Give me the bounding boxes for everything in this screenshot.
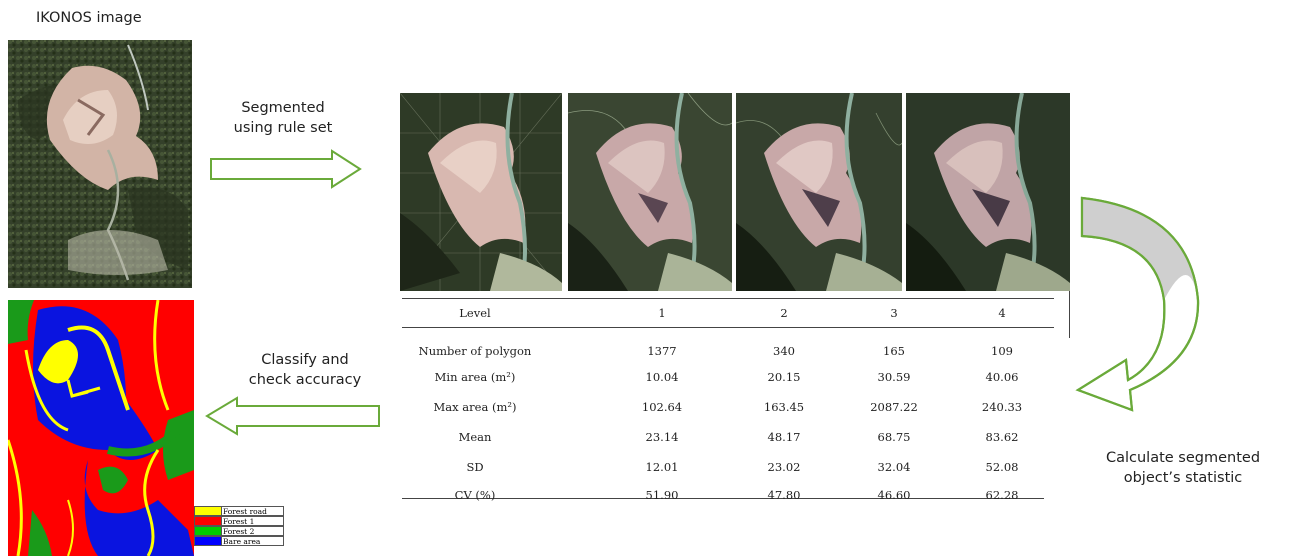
- cell-value: 1377: [647, 344, 677, 358]
- cell-value: 83.62: [985, 430, 1019, 444]
- statistics-table: Level 1 2 3 4 Number of polygon 1377 340…: [400, 306, 1100, 506]
- row-label: CV (%): [454, 488, 496, 502]
- cell-value: 163.45: [763, 400, 805, 414]
- classify-label-line1: Classify and: [261, 352, 349, 368]
- legend-swatch: [195, 537, 222, 545]
- row-label: Min area (m²): [434, 370, 516, 384]
- calculate-label: Calculate segmented object’s statistic: [1068, 448, 1298, 488]
- classify-label: Classify and check accuracy: [230, 350, 380, 390]
- classified-map: [8, 300, 194, 556]
- calculate-label-line1: Calculate segmented: [1105, 450, 1261, 466]
- cell-value: 62.28: [985, 488, 1019, 502]
- row-label: SD: [466, 460, 484, 474]
- map-legend: Forest road Forest 1 Forest 2 Bare area: [194, 506, 284, 548]
- cell-value: 240.33: [981, 400, 1023, 414]
- cell-value: 46.60: [877, 488, 911, 502]
- legend-item-forest-2: Forest 2: [194, 526, 284, 536]
- table-row: Number of polygon 1377 340 165 109: [400, 344, 1100, 360]
- table-right-edge: [1069, 291, 1070, 338]
- header-level-3: 3: [890, 306, 898, 320]
- cell-value: 47.80: [767, 488, 801, 502]
- cell-value: 102.64: [641, 400, 683, 414]
- cell-value: 10.04: [645, 370, 679, 384]
- cell-value: 68.75: [877, 430, 911, 444]
- table-row: Mean 23.14 48.17 68.75 83.62: [400, 430, 1100, 446]
- table-header-rule: [402, 327, 1054, 328]
- legend-label: Forest road: [223, 507, 267, 516]
- segment-label-line2: using rule set: [233, 120, 333, 136]
- legend-swatch: [195, 517, 222, 525]
- ikonos-image: [8, 40, 192, 288]
- legend-item-forest-1: Forest 1: [194, 516, 284, 526]
- legend-label: Bare area: [223, 537, 261, 546]
- table-top-rule: [402, 298, 1054, 299]
- cell-value: 52.08: [985, 460, 1019, 474]
- legend-item-forest-road: Forest road: [194, 506, 284, 516]
- cell-value: 51.90: [645, 488, 679, 502]
- cell-value: 12.01: [645, 460, 679, 474]
- legend-item-bare-area: Bare area: [194, 536, 284, 546]
- table-header-row: Level 1 2 3 4: [400, 306, 1100, 322]
- ikonos-title: IKONOS image: [36, 10, 142, 26]
- header-level-2: 2: [780, 306, 788, 320]
- legend-swatch: [195, 507, 222, 515]
- legend-label: Forest 2: [223, 527, 255, 536]
- cell-value: 20.15: [767, 370, 801, 384]
- row-label: Mean: [458, 430, 492, 444]
- table-row: CV (%) 51.90 47.80 46.60 62.28: [400, 488, 1100, 504]
- cell-value: 109: [991, 344, 1013, 358]
- cell-value: 23.14: [645, 430, 679, 444]
- cell-value: 23.02: [767, 460, 801, 474]
- segmentation-level-4-image: [906, 93, 1070, 291]
- cell-value: 32.04: [877, 460, 911, 474]
- segmentation-level-3-image: [736, 93, 902, 291]
- table-row: Max area (m²) 102.64 163.45 2087.22 240.…: [400, 400, 1100, 416]
- cell-value: 165: [883, 344, 905, 358]
- segmentation-level-1-image: [400, 93, 562, 291]
- segment-label-line1: Segmented: [241, 100, 325, 116]
- classify-arrow: [205, 396, 380, 436]
- cell-value: 48.17: [767, 430, 801, 444]
- cell-value: 30.59: [877, 370, 911, 384]
- row-label: Max area (m²): [433, 400, 517, 414]
- cell-value: 340: [773, 344, 795, 358]
- table-bottom-rule: [402, 498, 1044, 499]
- header-level-1: 1: [658, 306, 666, 320]
- segment-arrow: [210, 149, 362, 189]
- row-label: Number of polygon: [418, 344, 532, 358]
- calculate-label-line2: object’s statistic: [1123, 470, 1243, 486]
- cell-value: 40.06: [985, 370, 1019, 384]
- legend-swatch: [195, 527, 222, 535]
- cell-value: 2087.22: [870, 400, 918, 414]
- segment-label: Segmented using rule set: [218, 98, 348, 138]
- header-level: Level: [459, 306, 491, 320]
- header-level-4: 4: [998, 306, 1006, 320]
- curved-arrow: [1075, 196, 1200, 412]
- segmentation-level-2-image: [568, 93, 732, 291]
- table-row: SD 12.01 23.02 32.04 52.08: [400, 460, 1100, 476]
- table-row: Min area (m²) 10.04 20.15 30.59 40.06: [400, 370, 1100, 386]
- classify-label-line2: check accuracy: [248, 372, 362, 388]
- legend-label: Forest 1: [223, 517, 255, 526]
